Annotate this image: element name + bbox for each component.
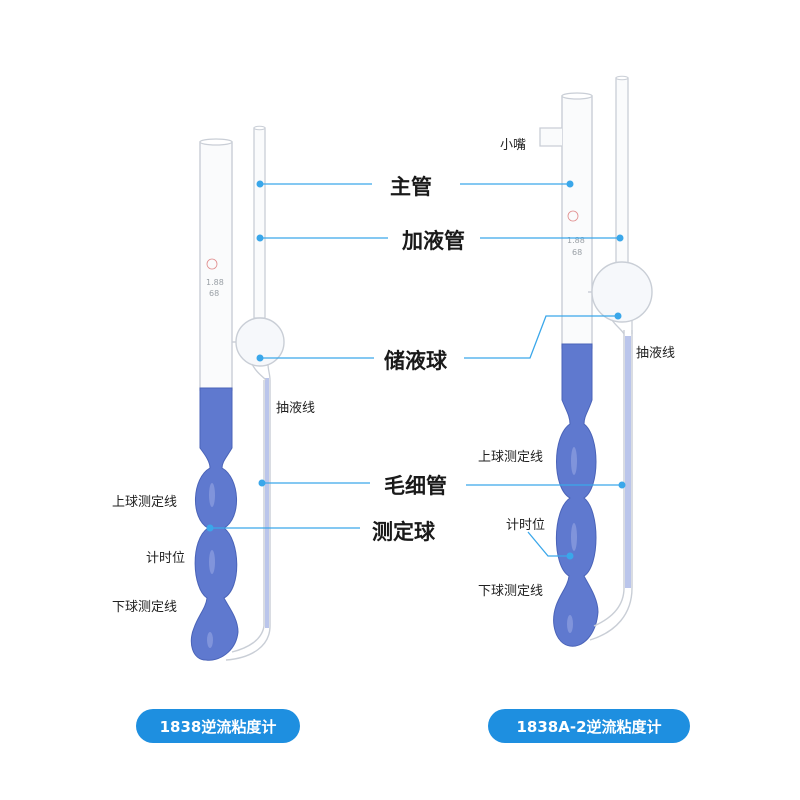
right-reservoir-bulb [591, 261, 653, 323]
dot-left-reservoir [256, 354, 264, 362]
left-liquid [190, 387, 239, 661]
label-filling-tube: 加液管 [402, 229, 465, 253]
right-label-timing: 计时位 [506, 518, 546, 533]
label-capillary: 毛细管 [384, 474, 447, 498]
left-tube-number: 68 [209, 289, 219, 298]
right-nozzle [539, 127, 562, 147]
right-label-draw-line: 抽液线 [636, 346, 676, 361]
dot-right-reservoir [614, 312, 622, 320]
right-main-tube [561, 95, 593, 349]
leader-lines [210, 183, 622, 557]
right-liquid [553, 343, 599, 647]
dot-left-main-tube [256, 180, 264, 188]
dot-right-main-tube [566, 180, 574, 188]
label-reservoir-bulb: 储液球 [384, 349, 447, 373]
left-label-draw-line: 抽液线 [276, 401, 316, 416]
left-label-timing: 计时位 [146, 551, 186, 566]
right-capillary [625, 336, 631, 588]
dot-left-measuring-bulb [206, 524, 214, 532]
right-tube-size: 1.88 [567, 236, 585, 245]
left-tube-logo-icon [206, 258, 218, 270]
dot-right-measuring-bulb [566, 552, 574, 560]
left-capillary [265, 378, 269, 628]
left-main-tube [199, 141, 233, 391]
right-label-upper-mark: 上球测定线 [478, 450, 544, 465]
right-tube-logo-icon [567, 210, 579, 222]
left-viscometer: 1.88 68 [190, 125, 285, 661]
leader-dots [206, 180, 626, 560]
left-label-lower-mark: 下球测定线 [112, 600, 178, 615]
left-bend [231, 380, 265, 653]
left-label-upper-mark: 上球测定线 [112, 495, 178, 510]
right-tube-number: 68 [572, 248, 582, 257]
dot-left-capillary [258, 479, 266, 487]
right-bend [593, 330, 625, 627]
dot-right-capillary [618, 481, 626, 489]
label-main-tube: 主管 [390, 175, 432, 199]
right-viscometer-name-badge: 1838A-2逆流粘度计 [488, 709, 690, 743]
dot-left-filling-tube [256, 234, 264, 242]
label-measuring-bulb: 测定球 [372, 520, 435, 544]
right-viscometer: 1.88 68 [539, 75, 653, 647]
right-label-lower-mark: 下球测定线 [478, 584, 544, 599]
right-label-nozzle: 小嘴 [500, 138, 527, 153]
left-tube-size: 1.88 [206, 278, 224, 287]
dot-right-filling-tube [616, 234, 624, 242]
left-filling-tube [253, 127, 266, 319]
left-viscometer-name-badge: 1838逆流粘度计 [136, 709, 300, 743]
